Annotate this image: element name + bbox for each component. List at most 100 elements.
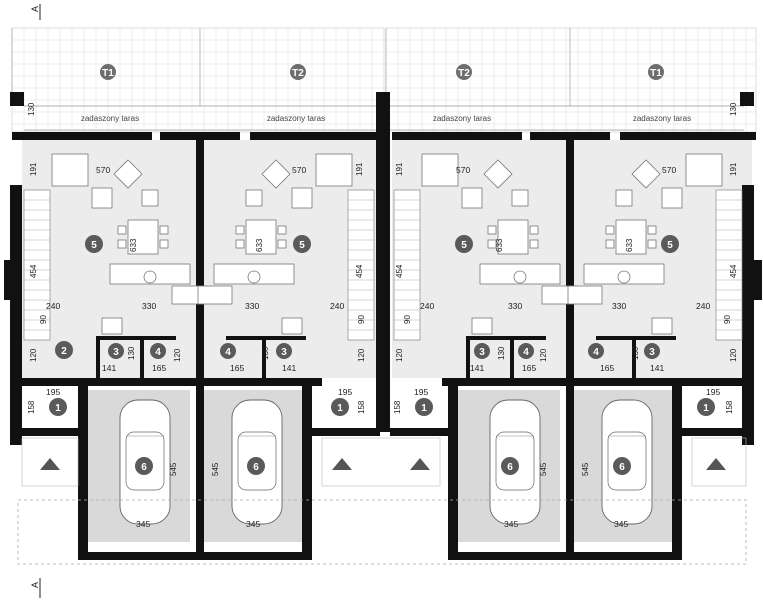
walls <box>4 92 762 560</box>
coffee-table <box>631 159 661 189</box>
chair <box>529 225 539 235</box>
small-a-6: 120 <box>729 348 738 362</box>
armchair <box>661 187 683 209</box>
small-a-2: 120 <box>173 348 182 362</box>
garage-depth-1: 545 <box>169 462 178 476</box>
small-b-2: 90 <box>357 315 366 324</box>
room-living-number-4: 5 <box>667 240 673 251</box>
room-vestibule-number-2: 1 <box>337 403 343 414</box>
chair <box>647 225 657 235</box>
living-depth-4: 633 <box>625 238 634 252</box>
terrace-2-label: zadaszony taras <box>267 114 325 123</box>
room-garage-number-3: 6 <box>507 462 513 473</box>
garage-depth-3: 545 <box>539 462 548 476</box>
armchair <box>461 187 483 209</box>
sofa <box>315 153 353 187</box>
chair <box>159 239 169 249</box>
vestibule-width-2: 195 <box>338 387 352 397</box>
stair-depth-4: 454 <box>729 264 738 278</box>
room-storage-number-4: 4 <box>593 347 599 358</box>
armchair <box>615 189 633 207</box>
terrace-3-code: T2 <box>458 68 470 79</box>
room-storage-badge-1 <box>150 343 166 359</box>
living-depth-2: 633 <box>255 238 264 252</box>
bath-width-4: 141 <box>650 363 664 373</box>
bath-width-3: 141 <box>470 363 484 373</box>
room-vestibule-number-1: 1 <box>55 403 61 414</box>
living-width-4: 570 <box>662 165 676 175</box>
bath-depth-2: 130 <box>261 346 270 360</box>
top-offset-2: 191 <box>355 162 364 176</box>
room-vestibule-badge-4 <box>697 398 715 416</box>
dining-table <box>245 219 277 255</box>
wc-width-3: 165 <box>522 363 536 373</box>
bath-width-1: 141 <box>102 363 116 373</box>
room-vestibule-number-4: 1 <box>703 403 709 414</box>
bath-depth-3: 130 <box>497 346 506 360</box>
chair <box>529 239 539 249</box>
room-bath-number-4: 3 <box>649 347 655 358</box>
chair <box>487 225 497 235</box>
chair <box>235 225 245 235</box>
deck-grid <box>11 28 756 132</box>
terrace-2-badge <box>290 64 306 80</box>
terrace-labels: T1 T2 T2 T1 zadaszony taras zadaszony ta… <box>27 64 738 123</box>
kitchen-a-4: 240 <box>696 301 710 311</box>
room-vestibule-number-3: 1 <box>421 403 427 414</box>
room-garage-number-2: 6 <box>253 462 259 473</box>
small-b-3: 90 <box>403 315 412 324</box>
room-garage-badge-4 <box>613 457 631 475</box>
terrace-3-label: zadaszony taras <box>433 114 491 123</box>
chair <box>235 239 245 249</box>
room-bath-badge-3 <box>474 343 490 359</box>
small-a-4: 120 <box>395 348 404 362</box>
terrace-4-code: T1 <box>650 68 662 79</box>
stair-depth-1: 454 <box>29 264 38 278</box>
dining-table <box>127 219 159 255</box>
sofa <box>51 153 89 187</box>
kitchen-b-4: 330 <box>612 301 626 311</box>
terrace-4-label: zadaszony taras <box>633 114 691 123</box>
top-offset-1: 191 <box>29 162 38 176</box>
chair <box>605 225 615 235</box>
living-width-1: 570 <box>96 165 110 175</box>
room-living-number-1: 5 <box>91 240 97 251</box>
armchair <box>91 187 113 209</box>
terrace-4-badge <box>648 64 664 80</box>
garage-width-2: 345 <box>246 519 260 529</box>
room-bath-number-1: 3 <box>113 347 119 358</box>
bath-depth-1: 130 <box>127 346 136 360</box>
kitchen-b-1: 330 <box>142 301 156 311</box>
staircase <box>23 189 51 341</box>
room-hall-badge <box>55 341 73 359</box>
room-storage-badge-2 <box>220 343 236 359</box>
small-b-4: 90 <box>723 315 732 324</box>
kitchen-b-2: 330 <box>245 301 259 311</box>
sofa <box>685 153 723 187</box>
chair <box>277 239 287 249</box>
dining-table <box>497 219 529 255</box>
wc-width-1: 165 <box>152 363 166 373</box>
staircase <box>347 189 375 341</box>
small-a-5: 120 <box>539 348 548 362</box>
room-living-badge-2 <box>293 235 311 253</box>
washer <box>471 317 493 335</box>
terrace-3-badge <box>456 64 472 80</box>
living-width-3: 570 <box>456 165 470 175</box>
vestibule-depth-4: 158 <box>725 400 734 414</box>
room-badges: 5 5 5 5 2 3 3 3 3 4 4 4 4 1 1 1 1 6 <box>49 235 715 475</box>
washer <box>281 317 303 335</box>
entrance-steps <box>21 437 747 487</box>
room-living-badge-3 <box>455 235 473 253</box>
sink <box>617 270 631 284</box>
room-vestibule-badge-1 <box>49 398 67 416</box>
armchair <box>291 187 313 209</box>
sink <box>247 270 261 284</box>
room-storage-badge-4 <box>588 343 604 359</box>
sink <box>143 270 157 284</box>
room-storage-number-1: 4 <box>155 347 161 358</box>
garage-width-1: 345 <box>136 519 150 529</box>
garage-width-3: 345 <box>504 519 518 529</box>
